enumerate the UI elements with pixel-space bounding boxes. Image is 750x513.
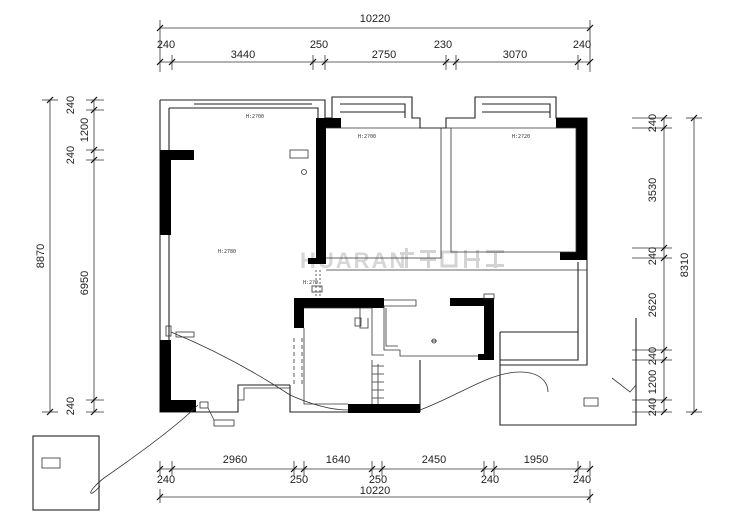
wiring-curves — [90, 331, 549, 494]
left-total-dimension: 8870 — [35, 244, 47, 268]
right-dimension-chain: 240 3530 240 2620 240 1200 240 8310 — [632, 114, 702, 416]
right-dim-segment: 240 — [647, 247, 659, 265]
top-dimension-chain: 10220 240 3440 250 2750 230 3070 240 — [156, 13, 594, 72]
right-dim-segment: 1200 — [647, 370, 659, 394]
left-dim-segment: 240 — [65, 397, 77, 415]
bottom-dim-segment: 250 — [290, 474, 308, 486]
right-dim-segment: 240 — [647, 347, 659, 365]
watermark-glyphs — [400, 248, 504, 268]
top-total-dimension: 10220 — [360, 13, 391, 25]
left-dim-segment: 1200 — [79, 118, 91, 142]
bottom-dimension-chain: 240 2960 250 1640 250 2450 240 1950 240 … — [156, 454, 594, 503]
left-dim-segment: 240 — [65, 96, 77, 114]
bottom-dim-segment: 250 — [369, 474, 387, 486]
top-dim-segment: 2750 — [372, 49, 396, 61]
top-dim-segment: 240 — [573, 39, 591, 51]
room-label-top-left: H:2?00 — [246, 114, 264, 120]
left-dimension-chain: 8870 240 1200 240 6950 240 — [35, 96, 104, 416]
right-total-dimension: 8310 — [679, 253, 691, 277]
solid-walls — [160, 118, 587, 413]
top-dim-segment: 250 — [310, 39, 328, 51]
top-dim-segment: 3070 — [503, 49, 527, 61]
bottom-dim-segment: 1950 — [524, 454, 548, 466]
right-dim-segment: 240 — [647, 398, 659, 416]
fixtures — [32, 325, 637, 511]
bottom-dim-segment: 2960 — [223, 454, 247, 466]
room-labels: H:2780 H:2?00 H:2?00 H:2?20 H:2?0 — [218, 114, 530, 286]
bottom-total-dimension: 10220 — [360, 485, 391, 497]
bottom-dim-segment: 240 — [573, 474, 591, 486]
room-label-living: H:2780 — [218, 249, 236, 255]
top-dim-segment: 240 — [157, 39, 175, 51]
room-label-corridor: H:2?0 — [303, 280, 318, 286]
bottom-dim-segment: 1640 — [326, 454, 350, 466]
left-dim-segment: 6950 — [79, 271, 91, 295]
right-dim-segment: 240 — [647, 114, 659, 132]
interior-lines — [237, 127, 587, 405]
right-dim-segment: 2620 — [647, 293, 659, 317]
bottom-dim-segment: 240 — [481, 474, 499, 486]
left-dim-segment: 240 — [65, 146, 77, 164]
top-dim-segment: 230 — [434, 39, 452, 51]
bottom-dim-segment: 2450 — [422, 454, 446, 466]
top-dim-segment: 3440 — [231, 49, 255, 61]
right-dim-segment: 3530 — [647, 178, 659, 202]
room-label-bedroom-right: H:2?20 — [512, 134, 530, 140]
room-label-bedroom-mid: H:2?00 — [358, 134, 376, 140]
bottom-dim-segment: 240 — [157, 474, 175, 486]
